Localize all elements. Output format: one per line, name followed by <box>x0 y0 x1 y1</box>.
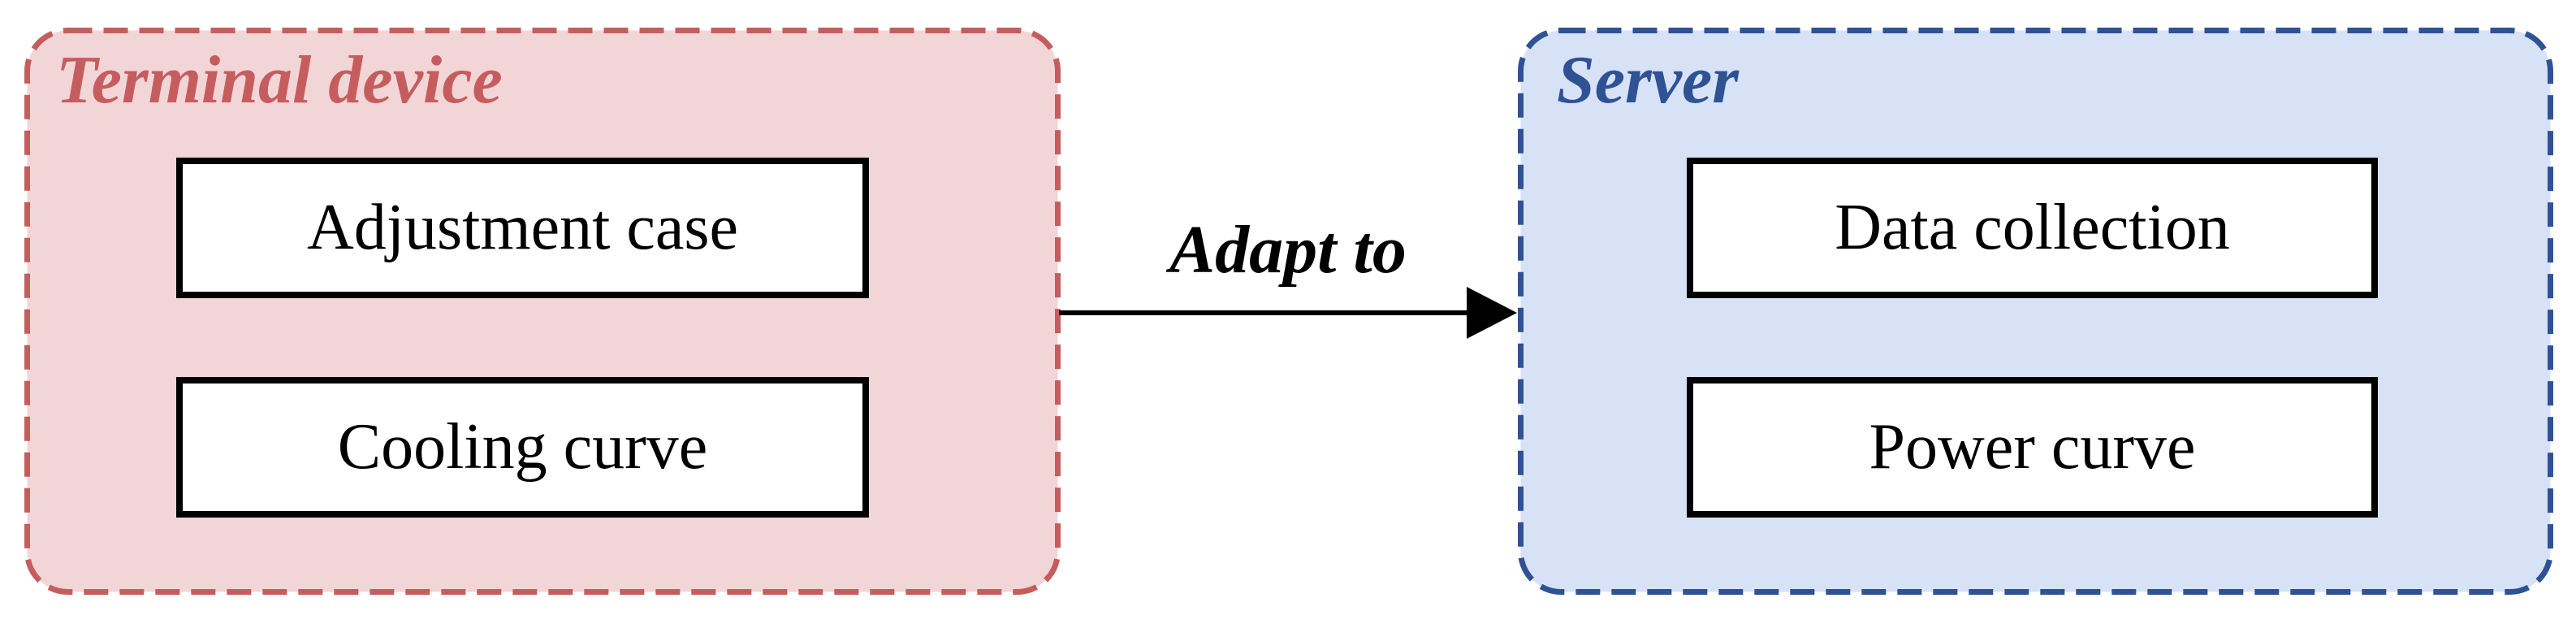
data-collection-box: Data collection <box>1687 158 2378 298</box>
adapt-arrow-head <box>1467 287 1517 339</box>
cooling-curve-box: Cooling curve <box>176 377 869 518</box>
adapt-to-arrow-label: Adapt to <box>1169 212 1407 288</box>
terminal-device-title: Terminal device <box>56 42 503 118</box>
adjustment-case-box: Adjustment case <box>176 158 869 298</box>
server-title: Server <box>1557 42 1739 118</box>
power-curve-box: Power curve <box>1687 377 2378 518</box>
